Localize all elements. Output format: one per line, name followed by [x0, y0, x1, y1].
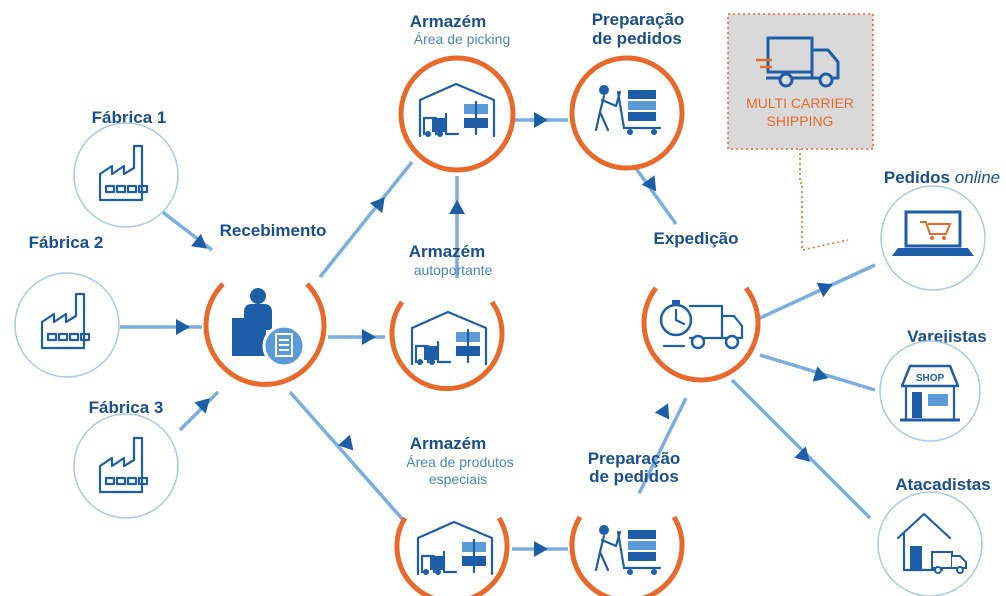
- node-ring: [569, 515, 685, 596]
- shop-sign: SHOP: [916, 373, 945, 384]
- node-title: Fábrica 2: [29, 233, 104, 252]
- node-subtitle-line2: especiais: [429, 471, 487, 487]
- node-title-line2: de pedidos: [592, 29, 682, 48]
- wholesale-store-icon: [896, 512, 967, 574]
- node-title: Atacadistas: [895, 475, 990, 494]
- node-recebimento: Recebimento: [203, 221, 327, 387]
- arrow-icon: [176, 319, 190, 335]
- node-pedidos-online: Pedidos online: [880, 168, 1000, 291]
- node-title: Pedidos online: [884, 168, 1000, 187]
- node-title-regular: Pedidos: [884, 168, 950, 187]
- node-circle: [879, 340, 981, 442]
- node-circle: [644, 266, 758, 380]
- laptop-cart-icon: [892, 210, 974, 256]
- node-atacadistas: Atacadistas: [877, 475, 991, 596]
- arrow-icon: [194, 398, 210, 414]
- multi-carrier-line1: MULTI CARRIER: [746, 95, 854, 111]
- arrow-icon: [449, 200, 465, 214]
- node-armazem-especiais: Armazém Área de produtos especiais: [394, 434, 514, 596]
- node-armazem-picking: Armazém Área de picking: [398, 12, 516, 173]
- arrow-icon: [369, 197, 385, 214]
- arrow-icon: [338, 434, 354, 451]
- arrow-icon: [534, 541, 548, 557]
- node-circle: [14, 272, 120, 378]
- node-subtitle-line1: Área de produtos: [406, 454, 513, 470]
- node-title: Armazém: [410, 434, 487, 453]
- node-armazem-autoportante: Armazém autoportante: [389, 242, 505, 392]
- node-title: Expedição: [653, 229, 738, 248]
- node-ring: [389, 300, 505, 392]
- node-title: Armazém: [410, 12, 487, 31]
- node-circle: [572, 492, 682, 596]
- node-circle: [398, 55, 516, 173]
- node-fabrica-3: Fábrica 3: [73, 398, 179, 519]
- node-circle: [73, 122, 179, 228]
- receiving-icon: [232, 288, 306, 368]
- node-title: Armazém: [409, 242, 486, 261]
- arrow-icon: [812, 366, 829, 382]
- delivery-truck-icon: [659, 300, 744, 350]
- node-title-italic: online: [955, 168, 1000, 187]
- arrow-icon: [654, 403, 670, 420]
- arrow-icon: [191, 233, 208, 249]
- arrow-icon: [362, 329, 376, 345]
- node-title-line1: Preparação: [592, 10, 685, 29]
- node-title: Fábrica 3: [89, 398, 164, 417]
- node-circle: [569, 55, 685, 171]
- node-fabrica-1: Fábrica 1: [73, 108, 179, 228]
- node-circle: [397, 493, 507, 596]
- node-varejistas: Varejistas SHOP: [879, 327, 987, 442]
- node-subtitle: autoportante: [414, 262, 493, 278]
- arrow-heads: [176, 112, 833, 557]
- multi-carrier-line2: SHIPPING: [767, 113, 834, 129]
- arrow-icon: [794, 446, 810, 462]
- node-fabrica-2: Fábrica 2: [14, 233, 120, 378]
- shop-icon: SHOP: [900, 364, 960, 422]
- arrow-icon: [816, 282, 833, 298]
- node-title-line2: de pedidos: [589, 467, 679, 486]
- node-preparacao-top: Preparação de pedidos: [569, 10, 685, 171]
- node-expedicao: Expedição: [641, 229, 761, 383]
- arrow-icon: [534, 112, 548, 128]
- node-title-line1: Preparação: [588, 449, 681, 468]
- truck-icon: [756, 36, 840, 88]
- node-title: Fábrica 1: [92, 108, 167, 127]
- arrow-icon: [641, 175, 657, 192]
- node-preparacao-bottom: Preparação de pedidos: [569, 449, 685, 596]
- node-ring: [203, 282, 327, 387]
- node-circle: [877, 491, 983, 596]
- node-title: Recebimento: [220, 221, 327, 240]
- multi-carrier-box: MULTI CARRIER SHIPPING: [727, 13, 874, 150]
- node-ring: [394, 516, 510, 596]
- node-ring: [641, 286, 761, 383]
- multi-carrier-connector: [799, 148, 849, 251]
- node-subtitle: Área de picking: [414, 31, 511, 47]
